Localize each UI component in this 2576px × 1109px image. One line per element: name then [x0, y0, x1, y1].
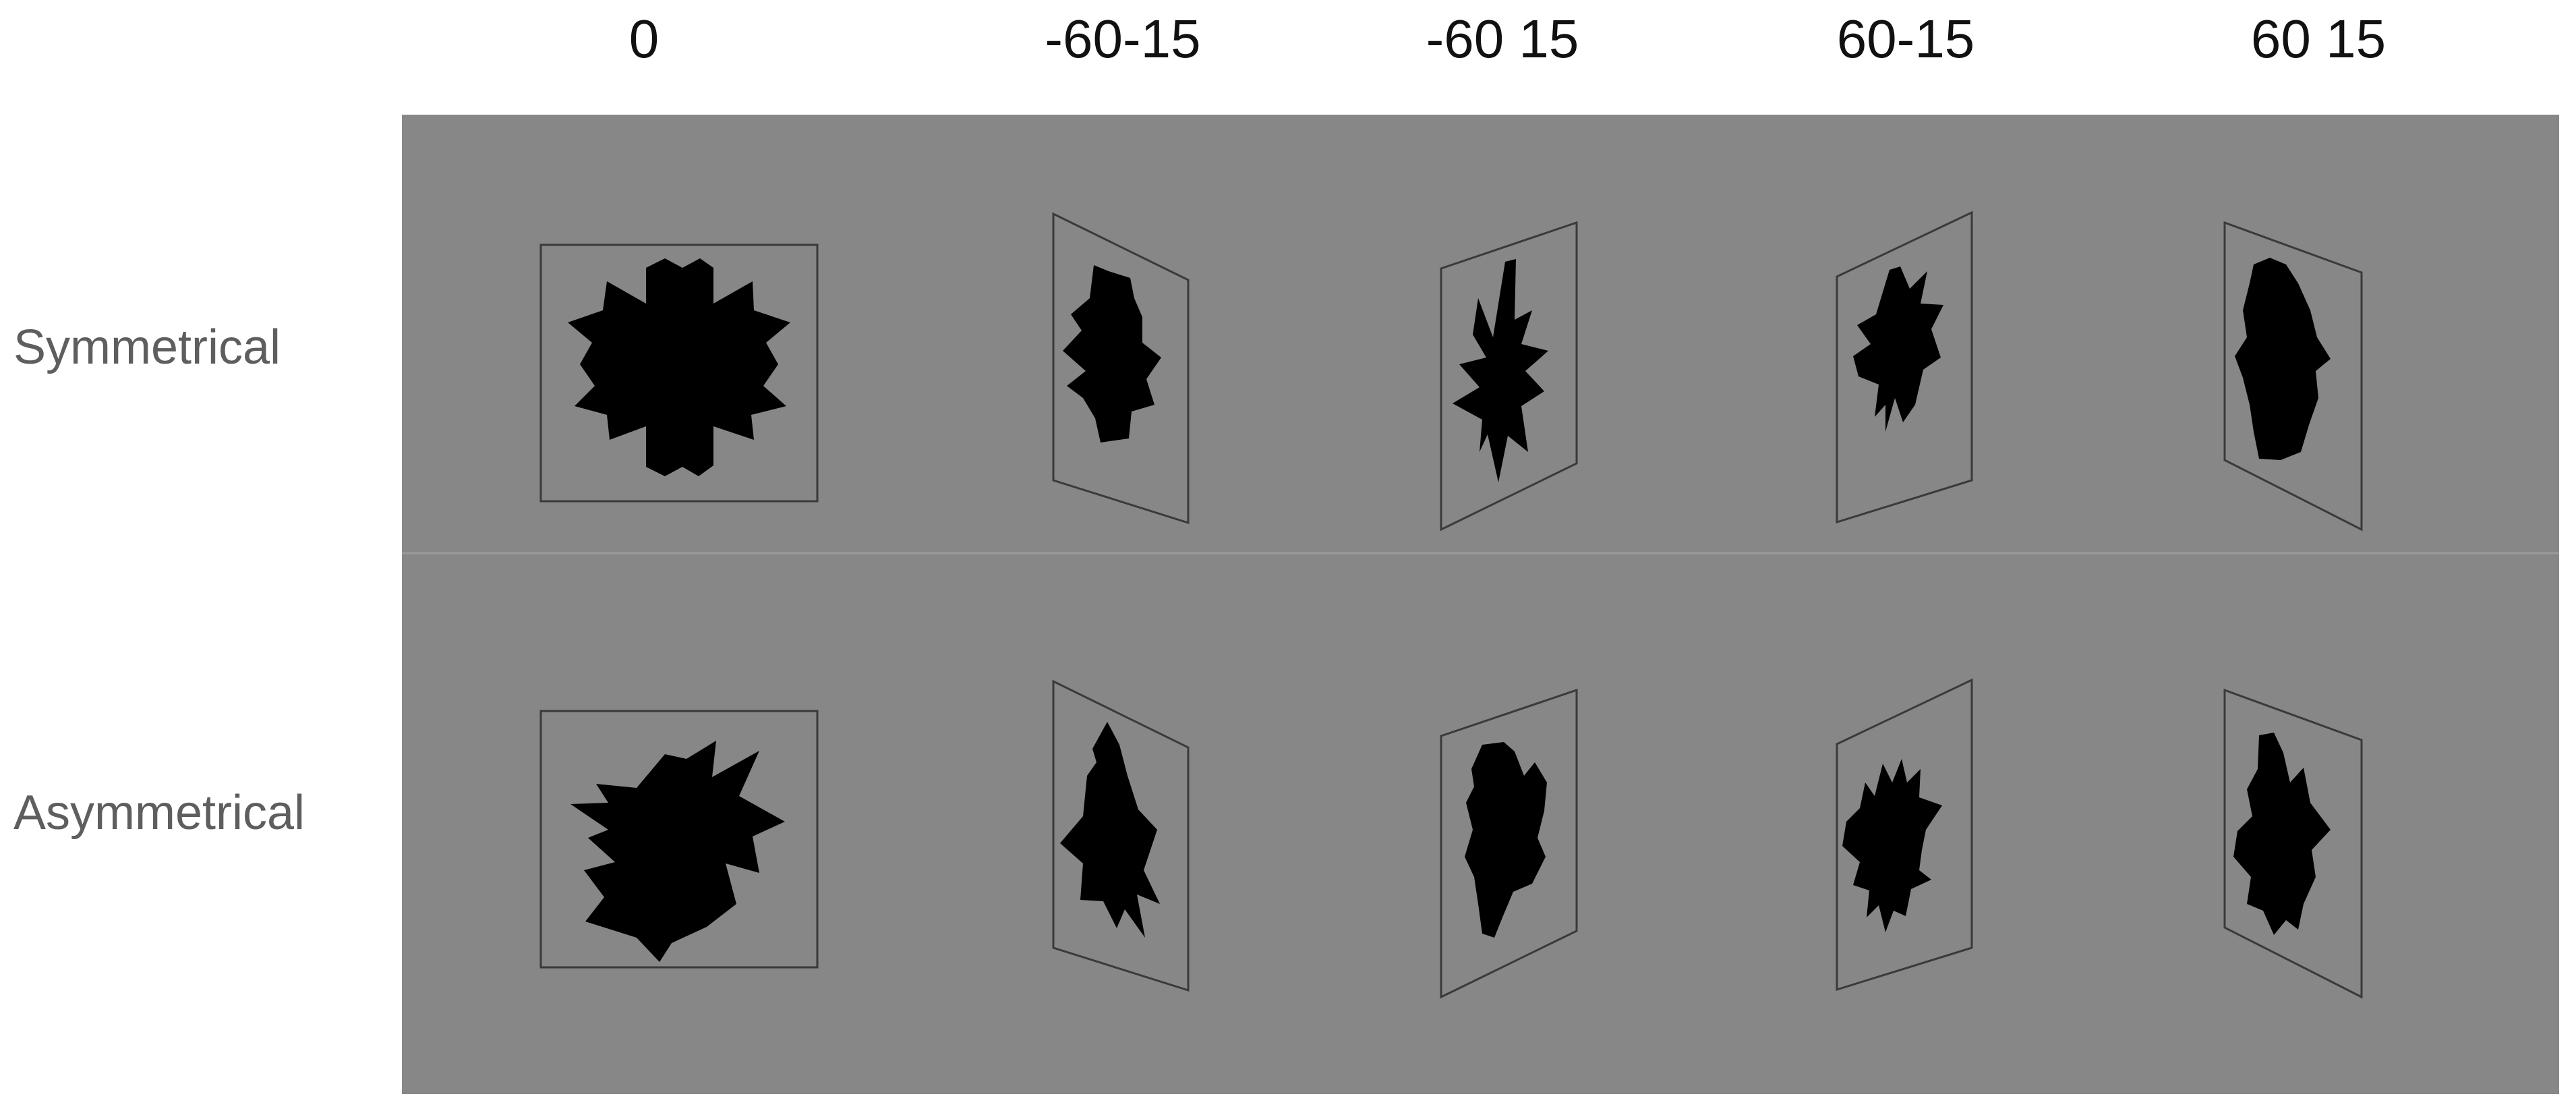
column-label-0: 0: [628, 9, 660, 69]
shape: [1453, 259, 1548, 482]
frame: [539, 710, 819, 969]
shape: [2233, 733, 2331, 935]
frame: [2223, 221, 2363, 532]
stimulus-asymmetrical-neg60-neg15: [1052, 679, 1190, 992]
stimulus-panel: [402, 115, 2559, 1094]
frame: [1440, 221, 1578, 532]
stimulus-asymmetrical-neg60-15: [1440, 688, 1578, 999]
shape: [1853, 266, 1943, 432]
shape: [570, 741, 785, 962]
stimulus-symmetrical-60-15: [2223, 221, 2363, 532]
shape: [2235, 258, 2331, 460]
frame: [2223, 688, 2363, 999]
row-label-asymmetrical: Asymmetrical: [13, 786, 305, 840]
shape: [568, 258, 790, 476]
frame: [1836, 678, 1973, 992]
shape: [1842, 759, 1942, 932]
stimulus-symmetrical-neg60-neg15: [1052, 212, 1190, 525]
row-label-symmetrical: Symmetrical: [13, 320, 281, 374]
stimulus-asymmetrical-0: [539, 710, 819, 969]
frame: [1052, 212, 1190, 525]
frame: [1052, 679, 1190, 992]
column-label-neg60-15: -60 15: [1426, 9, 1579, 69]
panel-background: [402, 115, 2559, 1094]
column-label-neg60-neg15: -60-15: [1045, 9, 1201, 69]
stimulus-asymmetrical-60-neg15: [1836, 678, 1973, 992]
shape: [1063, 265, 1161, 443]
stimulus-symmetrical-neg60-15: [1440, 221, 1578, 532]
stimulus-grid: [402, 115, 2559, 1094]
frame: [1440, 688, 1578, 999]
frame: [539, 244, 819, 503]
shape: [1465, 742, 1547, 938]
frame: [1836, 210, 1973, 524]
column-label-60-neg15: 60-15: [1836, 9, 1975, 69]
stimulus-asymmetrical-60-15: [2223, 688, 2363, 999]
shape: [1060, 722, 1160, 938]
stimulus-symmetrical-0: [539, 244, 819, 503]
column-label-60-15: 60 15: [2250, 9, 2387, 69]
stimulus-symmetrical-60-neg15: [1836, 210, 1973, 524]
